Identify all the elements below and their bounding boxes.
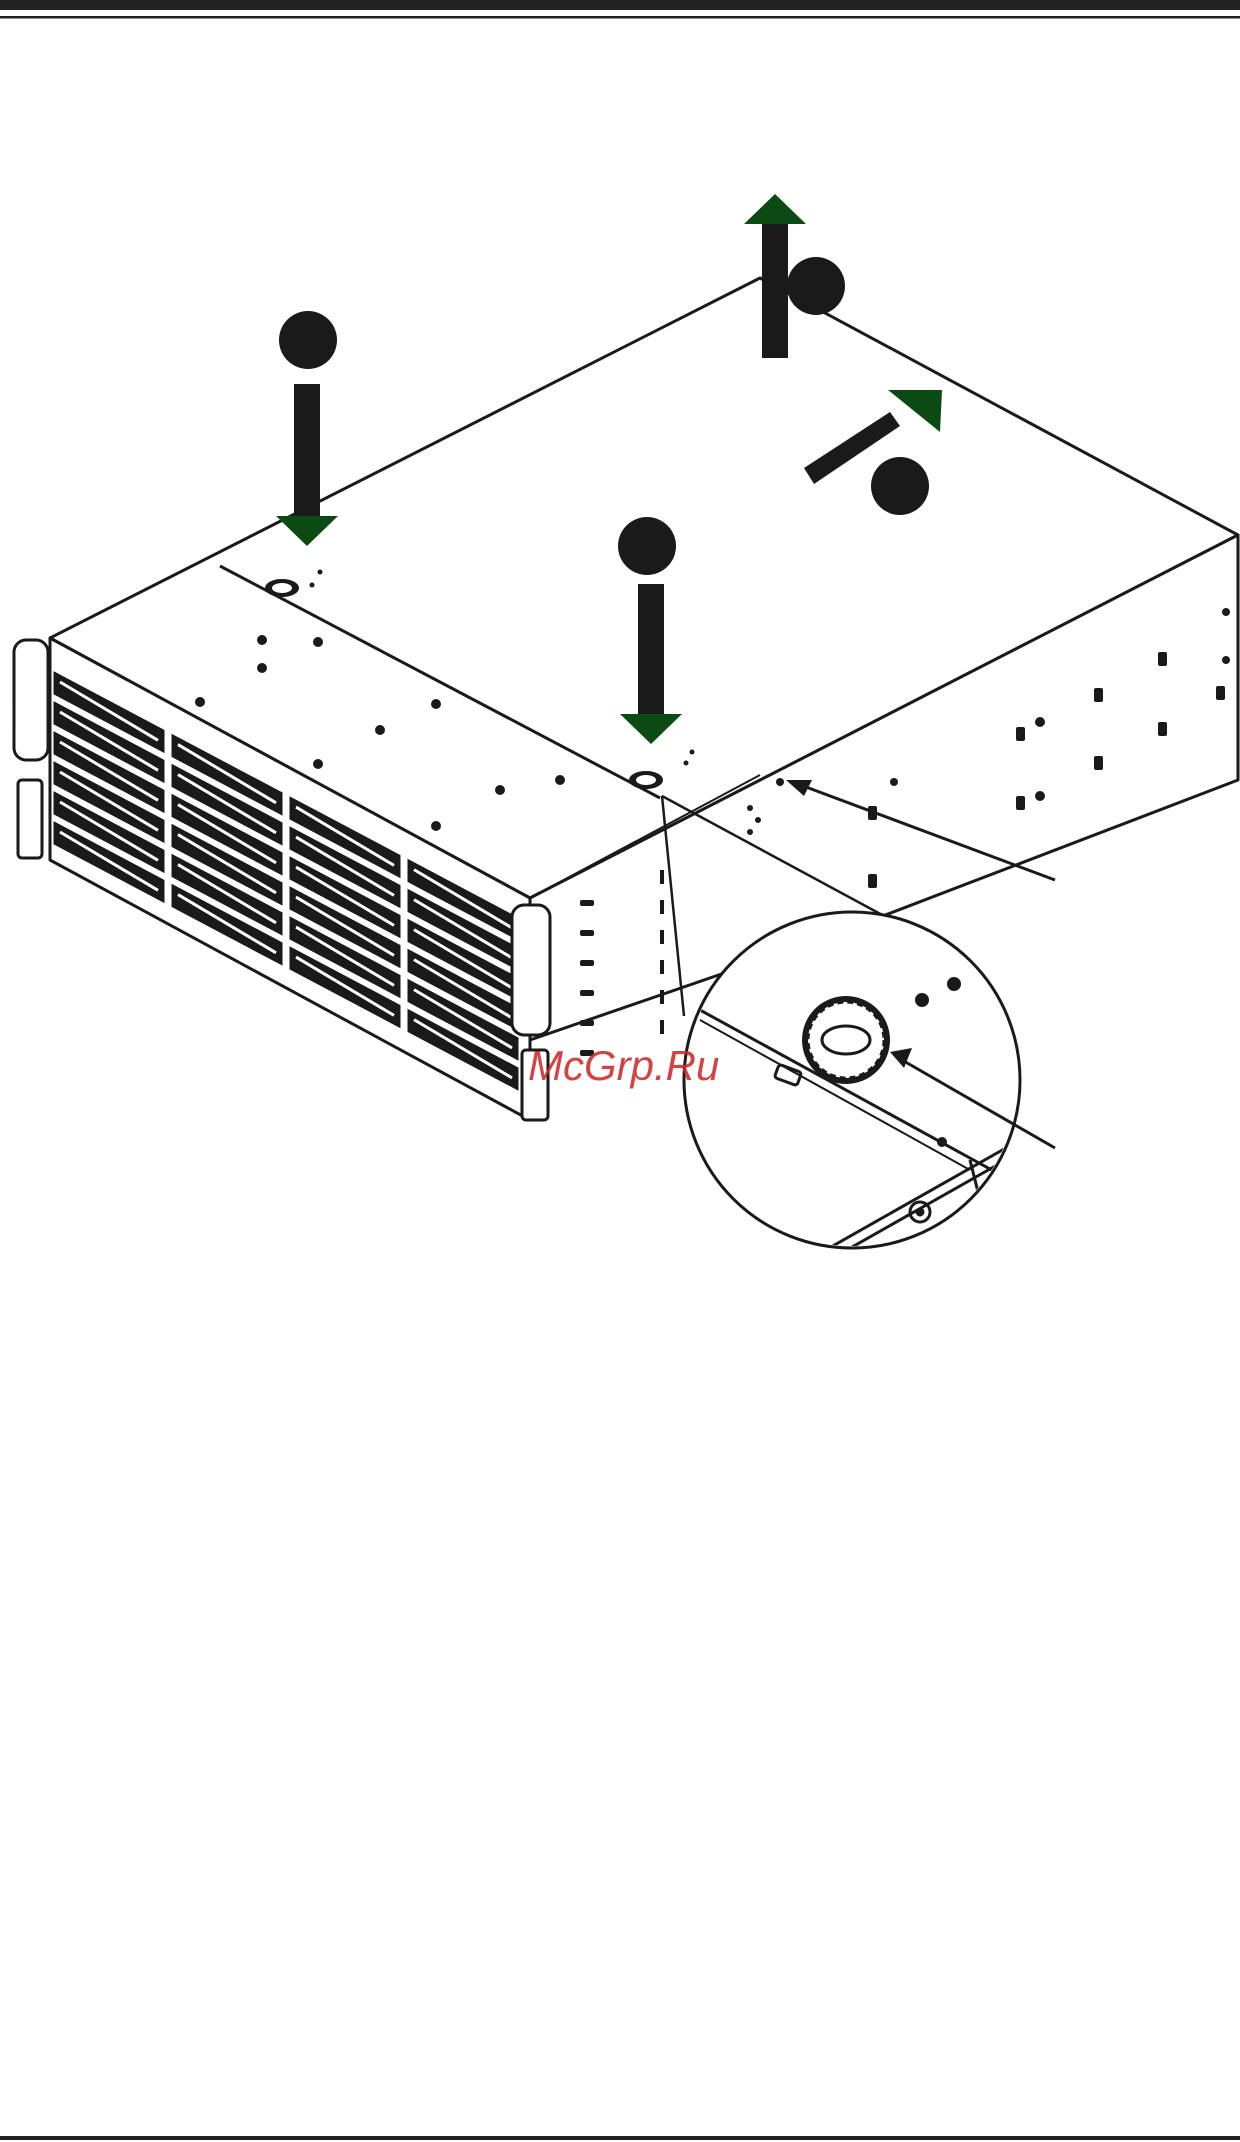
release-button-detail	[802, 996, 890, 1084]
header-rule	[0, 0, 1240, 19]
watermark-text: McGrp.Ru	[528, 1042, 719, 1090]
release-button-right	[629, 771, 663, 789]
release-button-left	[265, 579, 299, 597]
callout-marker-right	[871, 457, 929, 515]
callout-marker-top	[787, 257, 845, 315]
arrow-push-down-left	[276, 384, 338, 546]
callout-marker-center	[618, 517, 676, 575]
handle-left	[14, 640, 48, 858]
footer-rule	[0, 2136, 1240, 2140]
callout-marker-left	[279, 311, 337, 369]
detail-zoom-circle	[684, 912, 1020, 1272]
